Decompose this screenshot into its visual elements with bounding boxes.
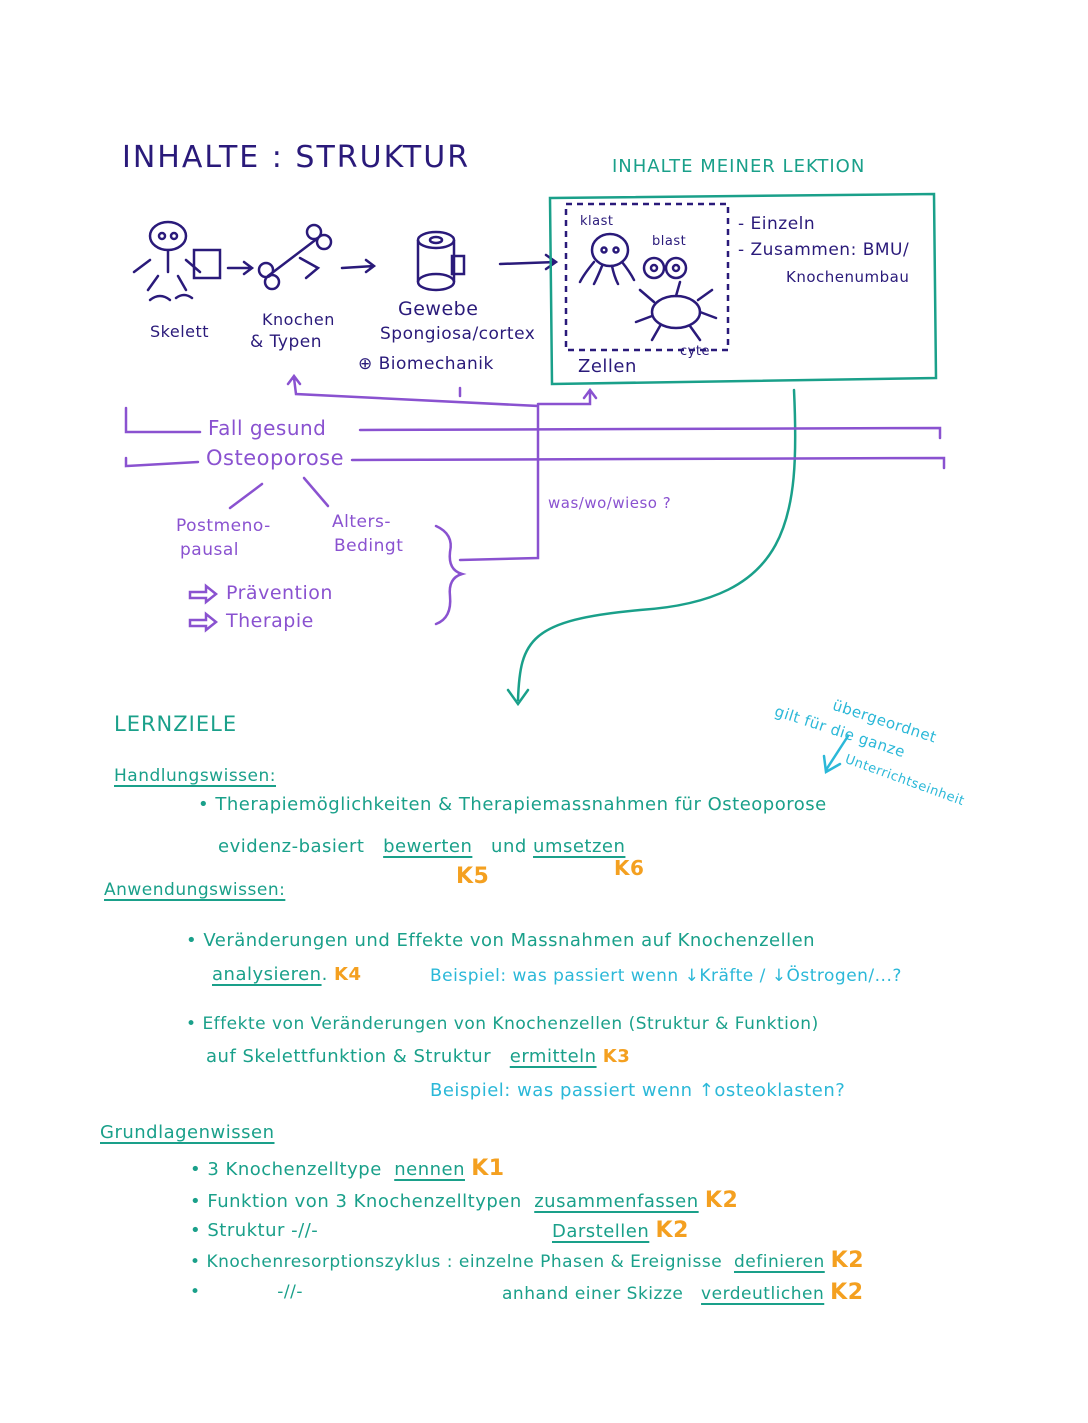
skelett-label: Skelett [150, 322, 210, 341]
alters-label-line1: Alters- [332, 512, 391, 532]
zellen-label: Zellen [578, 356, 637, 377]
anwendungswissen-heading: Anwendungswissen: [104, 880, 286, 900]
struktur-title: INHALTE : STRUKTUR [122, 140, 471, 175]
arrow-skelett-to-knochen [226, 260, 255, 276]
feedback-line [286, 373, 540, 562]
verb-ermitteln: ermitteln [509, 1046, 597, 1067]
k1-badge: K1 [471, 1156, 505, 1181]
osteoblast-icon [642, 256, 688, 280]
verb-zusammenfassen: zusammenfassen [534, 1191, 699, 1212]
bracket [434, 524, 467, 626]
grundlagenwissen-heading: Grundlagenwissen [100, 1122, 275, 1143]
tissue-icon [416, 230, 466, 292]
verb-darstellen: Darstellen [552, 1221, 650, 1242]
lektion-box-title: INHALTE MEINER LEKTION [612, 156, 866, 177]
klast-label: klast [580, 214, 614, 229]
fall-gesund-label: Fall gesund [208, 416, 327, 440]
verb-umsetzen: umsetzen [533, 836, 626, 857]
grundlagen-item5-rest: anhand einer Skizze verdeutlichen K2 [502, 1280, 864, 1305]
k4-badge: K4 [334, 964, 362, 985]
zellen-dashed-box [564, 202, 730, 352]
arrow-praevention [188, 583, 219, 605]
lernziele-title: LERNZIELE [114, 712, 238, 736]
anwendungswissen-item2-line1: • Effekte von Veränderungen von Knochenz… [186, 1014, 819, 1034]
k2-badge-4: K2 [830, 1280, 864, 1305]
k5-badge: K5 [456, 864, 490, 889]
arrow-therapie [188, 611, 219, 633]
grundlagen-item4: • Knochenresorptionszyklus : einzelne Ph… [190, 1248, 865, 1273]
anwendungswissen-item1-example: Beispiel: was passiert wenn ↓Kräfte / ↓Ö… [430, 966, 902, 986]
verb-analysieren: analysieren [212, 964, 322, 985]
grundlagen-item3-verb-wrap: Darstellen K2 [552, 1218, 689, 1243]
osteoporose-label: Osteoporose [206, 446, 345, 470]
osteoporose-line [124, 456, 946, 470]
side-note-arrow [822, 734, 850, 775]
postmeno-label-line2: pausal [180, 540, 239, 560]
split-left [228, 482, 264, 510]
box-note-zusammen: - Zusammen: BMU/ [738, 240, 910, 260]
therapie-label: Therapie [226, 610, 314, 632]
osteoklast-icon [578, 232, 636, 286]
arrow-gewebe-to-zellen [498, 253, 559, 271]
postmeno-label-line1: Postmeno- [176, 516, 271, 536]
verb-nennen: nennen [394, 1159, 465, 1180]
grundlagen-item1: • 3 Knochenzelltype nennen K1 [190, 1156, 505, 1181]
gewebe-label-line1: Gewebe [398, 298, 479, 320]
grundlagen-item5: • -//- [190, 1282, 304, 1302]
praevention-label: Prävention [226, 582, 333, 604]
k6-badge: K6 [614, 856, 645, 880]
knochen-label-line2: & Typen [250, 332, 322, 352]
grundlagen-item2: • Funktion von 3 Knochenzelltypen zusamm… [190, 1188, 739, 1213]
blast-label: blast [652, 234, 687, 249]
split-right [302, 476, 330, 508]
fall-gesund-line [124, 406, 942, 440]
box-note-einzeln: - Einzeln [738, 214, 816, 234]
verb-verdeutlichen: verdeutlichen [701, 1284, 825, 1304]
gewebe-label-line2: Spongiosa/cortex [380, 324, 536, 344]
verb-bewerten: bewerten [383, 836, 473, 857]
alters-label-line2: Bedingt [334, 536, 404, 556]
skeleton-icon [132, 220, 222, 302]
box-note-knochenumbau: Knochenumbau [786, 268, 910, 286]
k3-badge: K3 [602, 1046, 631, 1067]
grundlagen-item3: • Struktur -//- [190, 1220, 319, 1241]
k2-badge-2: K2 [655, 1218, 689, 1243]
k2-badge-1: K2 [704, 1188, 739, 1213]
osteocyte-icon [634, 280, 718, 342]
handlungswissen-item1-line1: • Therapiemöglichkeiten & Therapiemassna… [198, 794, 827, 815]
was-wo-wieso-label: was/wo/wieso ? [548, 494, 672, 512]
arrow-knochen-to-gewebe [340, 258, 377, 274]
handlungswissen-item1-line2: evidenz-basiert bewerten und umsetzen [218, 836, 626, 857]
bone-icon [257, 223, 333, 291]
feedback-branch [458, 386, 598, 406]
arrow-box-to-lernziele [506, 388, 797, 707]
anwendungswissen-item1-line1: • Veränderungen und Effekte von Massnahm… [186, 930, 816, 951]
anwendungswissen-item2-example: Beispiel: was passiert wenn ↑osteoklaste… [430, 1080, 846, 1101]
verb-definieren: definieren [733, 1252, 825, 1272]
k2-badge-3: K2 [830, 1248, 865, 1273]
lektion-box [548, 192, 938, 386]
anwendungswissen-item1-line2: analysieren. K4 [212, 964, 362, 985]
anwendungswissen-item2-line2: auf Skelettfunktion & Struktur ermitteln… [206, 1046, 631, 1067]
gewebe-label-line3: ⊕ Biomechanik [358, 354, 494, 374]
handlungswissen-heading: Handlungswissen: [114, 766, 276, 786]
knochen-label-line1: Knochen [262, 310, 335, 329]
cyte-label: cyte [680, 344, 710, 359]
